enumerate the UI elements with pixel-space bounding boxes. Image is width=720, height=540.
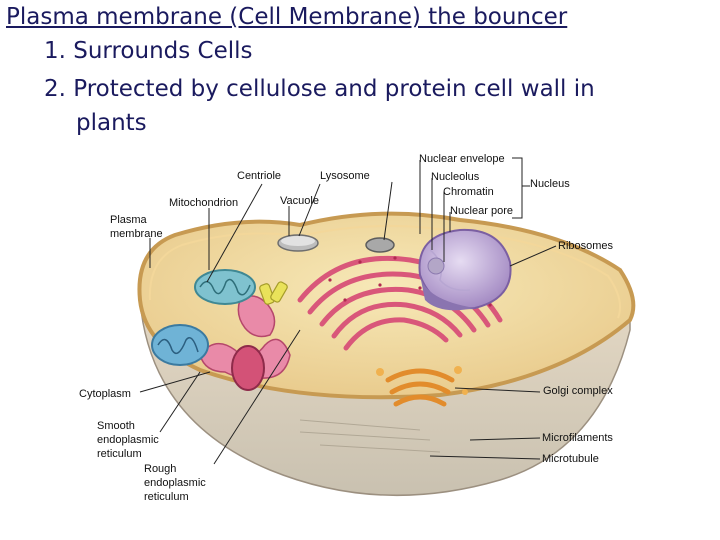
nucleus-shape bbox=[418, 228, 512, 311]
label-lysosome: Lysosome bbox=[320, 170, 370, 182]
point-1: 1. Surrounds Cells bbox=[44, 38, 253, 64]
label-rough-er-line2: endoplasmic bbox=[144, 477, 206, 489]
label-smooth-er-line1: Smooth bbox=[97, 420, 135, 432]
lysosome-shape bbox=[365, 237, 395, 253]
centriole-shape bbox=[259, 281, 288, 305]
label-nucleolus: Nucleolus bbox=[431, 171, 480, 183]
microfilaments-shape bbox=[299, 419, 441, 453]
label-ribosomes: Ribosomes bbox=[558, 240, 614, 252]
label-microfilaments: Microfilaments bbox=[542, 432, 613, 444]
label-rough-er-line1: Rough bbox=[144, 463, 177, 475]
label-nucleus: Nucleus bbox=[530, 178, 570, 190]
slide-title: Plasma membrane (Cell Membrane) the boun… bbox=[6, 4, 568, 30]
label-smooth-er-line2: endoplasmic bbox=[97, 434, 159, 446]
label-vacuole: Vacuole bbox=[280, 195, 319, 207]
golgi-shape bbox=[385, 368, 455, 407]
label-golgi-complex: Golgi complex bbox=[543, 385, 613, 397]
label-nuclear-pore: Nuclear pore bbox=[450, 205, 513, 217]
label-chromatin: Chromatin bbox=[443, 186, 494, 198]
mitochondrion-shape bbox=[194, 269, 256, 305]
mitochondrion-shape-3 bbox=[231, 345, 265, 391]
label-smooth-er-line3: reticulum bbox=[97, 448, 142, 460]
mitochondrion-shape-2 bbox=[151, 324, 209, 366]
label-cytoplasm: Cytoplasm bbox=[79, 388, 131, 400]
label-plasma-membrane-line2: membrane bbox=[110, 228, 163, 240]
label-microtubule: Microtubule bbox=[542, 453, 599, 465]
label-nuclear-envelope: Nuclear envelope bbox=[419, 153, 505, 165]
label-plasma-membrane-line1: Plasma bbox=[110, 214, 147, 226]
label-leader-lines bbox=[139, 157, 557, 465]
label-mitochondrion: Mitochondrion bbox=[169, 197, 239, 209]
label-rough-er-line3: reticulum bbox=[144, 491, 189, 503]
point-2-continued: plants bbox=[76, 110, 147, 136]
point-2: 2. Protected by cellulose and protein ce… bbox=[44, 76, 595, 102]
vacuole-shape bbox=[277, 234, 319, 252]
label-centriole: Centriole bbox=[237, 170, 282, 182]
